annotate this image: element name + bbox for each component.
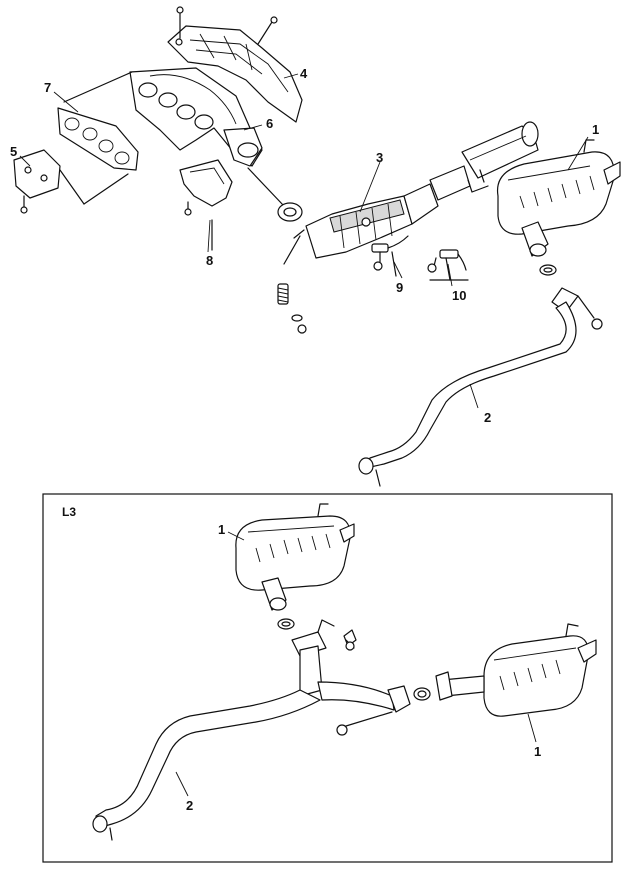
inset-y-pipe bbox=[92, 619, 431, 841]
exhaust-pipe-top bbox=[358, 287, 603, 487]
callout-top-6: 6 bbox=[266, 116, 273, 131]
callout-inset-1-upper: 1 bbox=[218, 522, 225, 537]
callout-top-3: 3 bbox=[376, 150, 383, 165]
main-silencer-top bbox=[496, 139, 621, 276]
inset-frame bbox=[42, 493, 613, 863]
callout-top-9: 9 bbox=[396, 280, 403, 295]
oxygen-sensor-front bbox=[371, 235, 409, 277]
exhaust-manifold bbox=[129, 67, 263, 167]
inset-label: L3 bbox=[62, 505, 76, 519]
callout-top-8: 8 bbox=[206, 253, 213, 268]
middle-resonator bbox=[429, 121, 539, 201]
leader-lines-inset bbox=[175, 531, 537, 797]
callout-top-4: 4 bbox=[300, 66, 308, 81]
leader-lines-top bbox=[19, 73, 589, 409]
spring-bolt bbox=[277, 235, 307, 334]
manifold-support bbox=[179, 159, 233, 251]
front-pipe-gasket bbox=[247, 167, 303, 222]
catalytic-converter bbox=[293, 183, 439, 259]
callout-top-10: 10 bbox=[452, 288, 466, 303]
callout-top-1: 1 bbox=[592, 122, 599, 137]
oxygen-sensor-rear bbox=[427, 249, 469, 281]
callout-top-5: 5 bbox=[10, 144, 17, 159]
manifold-gasket bbox=[57, 71, 139, 171]
callout-inset-1-lower: 1 bbox=[534, 744, 541, 759]
heat-insulator bbox=[167, 6, 303, 123]
callout-top-7: 7 bbox=[44, 80, 51, 95]
inset-silencer-lower bbox=[435, 623, 597, 717]
callout-inset-2: 2 bbox=[186, 798, 193, 813]
callout-top-2: 2 bbox=[484, 410, 491, 425]
inset-silencer-upper bbox=[235, 503, 355, 630]
